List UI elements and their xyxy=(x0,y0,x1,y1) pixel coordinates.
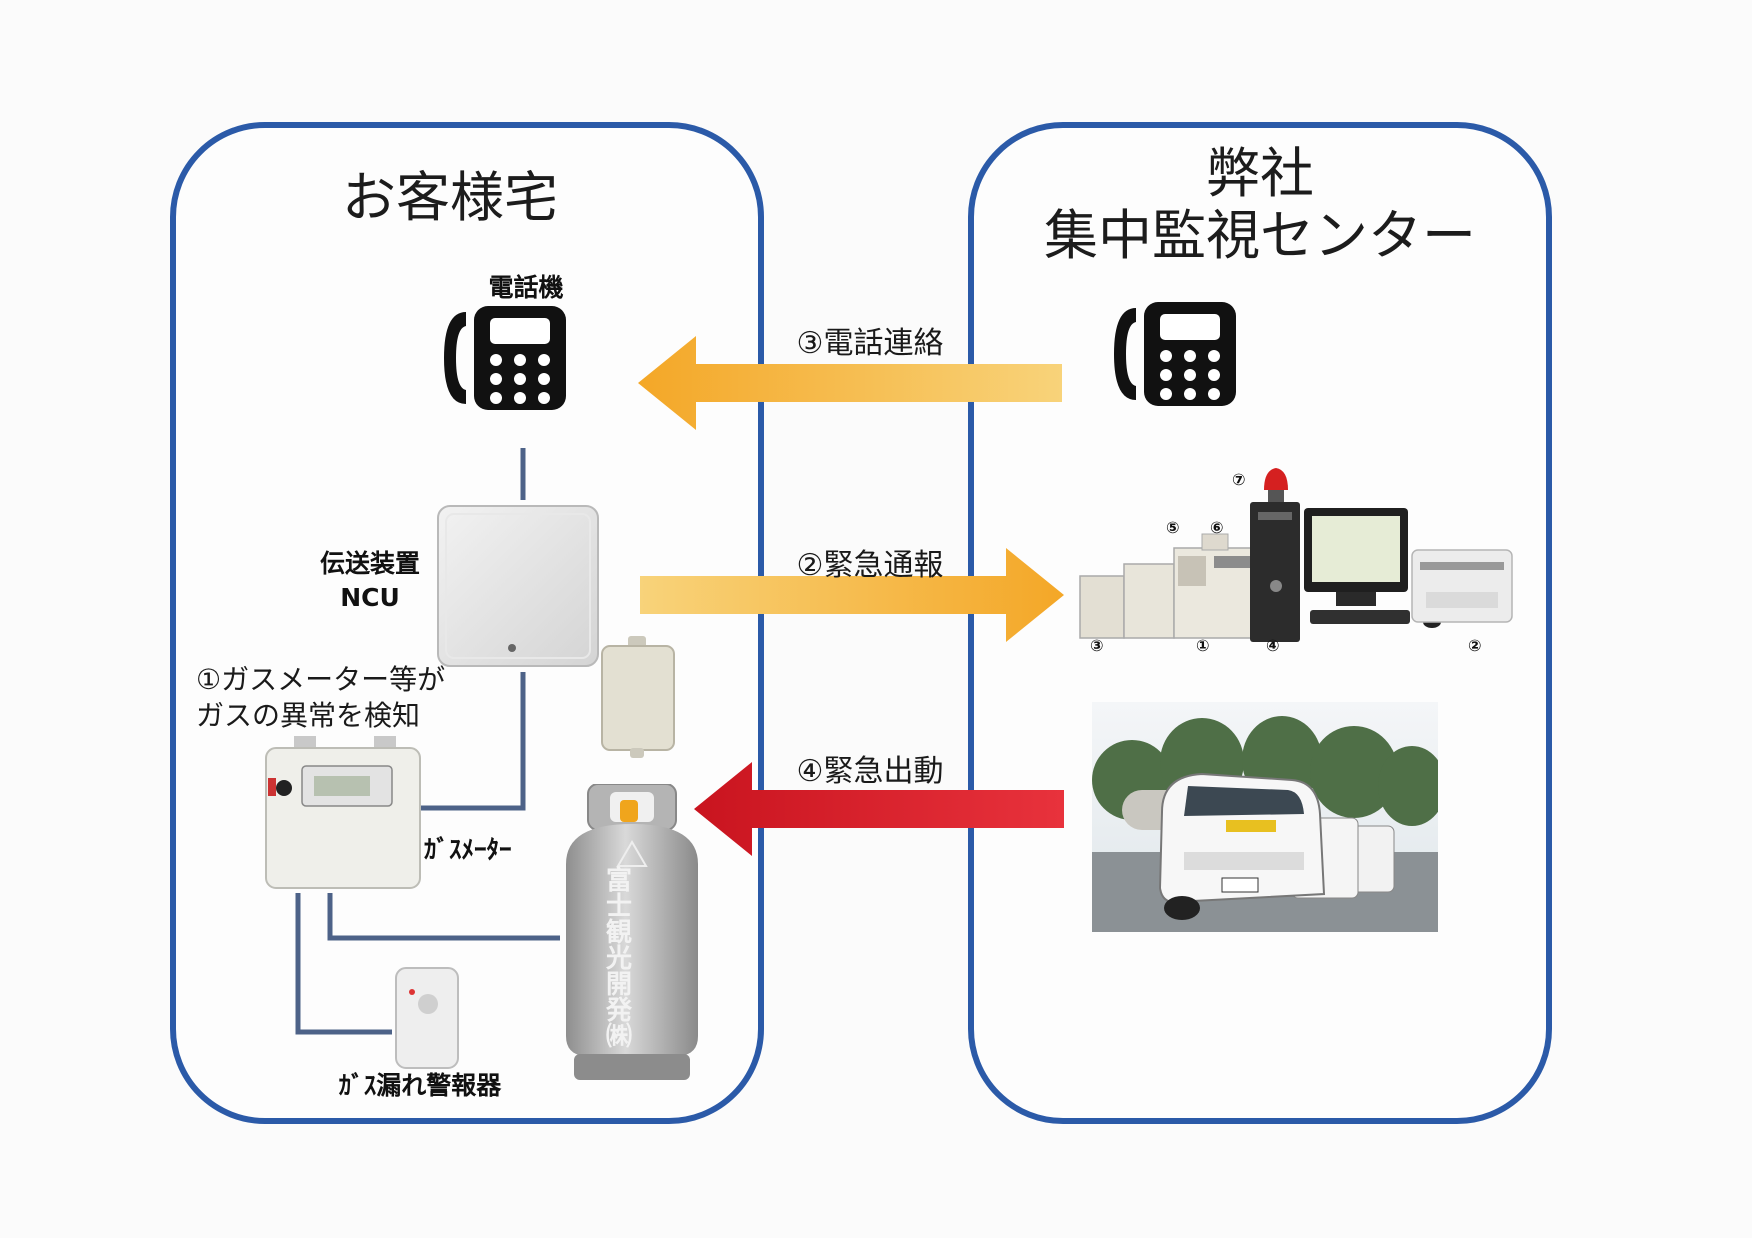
detect-text-line2: ガスの異常を検知 xyxy=(196,699,421,732)
detect-text-line1: ①ガスメーター等が xyxy=(196,663,446,696)
emergency-trucks-photo xyxy=(1092,702,1438,932)
monitoring-equipment xyxy=(1074,456,1524,656)
arrow-emergency-dispatch xyxy=(694,762,1064,856)
adapter-device xyxy=(598,636,680,760)
gas-meter-device xyxy=(262,736,426,896)
equip-number-1: ① xyxy=(1196,636,1210,655)
equip-number-4: ④ xyxy=(1266,636,1280,655)
cylinder-brand-text: 富士観光開発㈱ xyxy=(605,866,632,1052)
equip-number-3: ③ xyxy=(1090,636,1104,655)
gas-leak-alarm-label: ｶﾞｽ漏れ警報器 xyxy=(338,1071,502,1100)
arrow-label-emergency-dispatch: ④緊急出動 xyxy=(796,754,944,789)
equip-number-7: ⑦ xyxy=(1232,470,1246,489)
ncu-label-line2: NCU xyxy=(340,583,400,612)
center-title-line1: 弊社 xyxy=(1206,142,1314,205)
ncu-label-line1: 伝送装置 xyxy=(319,549,420,578)
equip-number-5: ⑤ xyxy=(1166,518,1180,537)
phone-label: 電話機 xyxy=(488,273,564,302)
gas-cylinder xyxy=(554,784,710,1084)
equip-number-6: ⑥ xyxy=(1210,518,1224,537)
customer-home-title: お客様宅 xyxy=(342,166,558,229)
ncu-device xyxy=(434,500,604,672)
gas-leak-alarm-device xyxy=(392,964,462,1074)
center-phone-icon xyxy=(1110,298,1242,410)
center-title-line2: 集中監視センター xyxy=(1044,204,1476,267)
arrow-label-phone-contact: ③電話連絡 xyxy=(796,326,944,361)
arrow-emergency-report xyxy=(640,548,1064,642)
equip-number-2: ② xyxy=(1468,636,1482,655)
arrow-phone-contact xyxy=(638,336,1062,430)
customer-phone-icon xyxy=(440,302,572,414)
arrow-label-emergency-report: ②緊急通報 xyxy=(796,548,944,583)
gas-meter-label: ｶﾞｽﾒｰﾀｰ xyxy=(424,835,512,864)
